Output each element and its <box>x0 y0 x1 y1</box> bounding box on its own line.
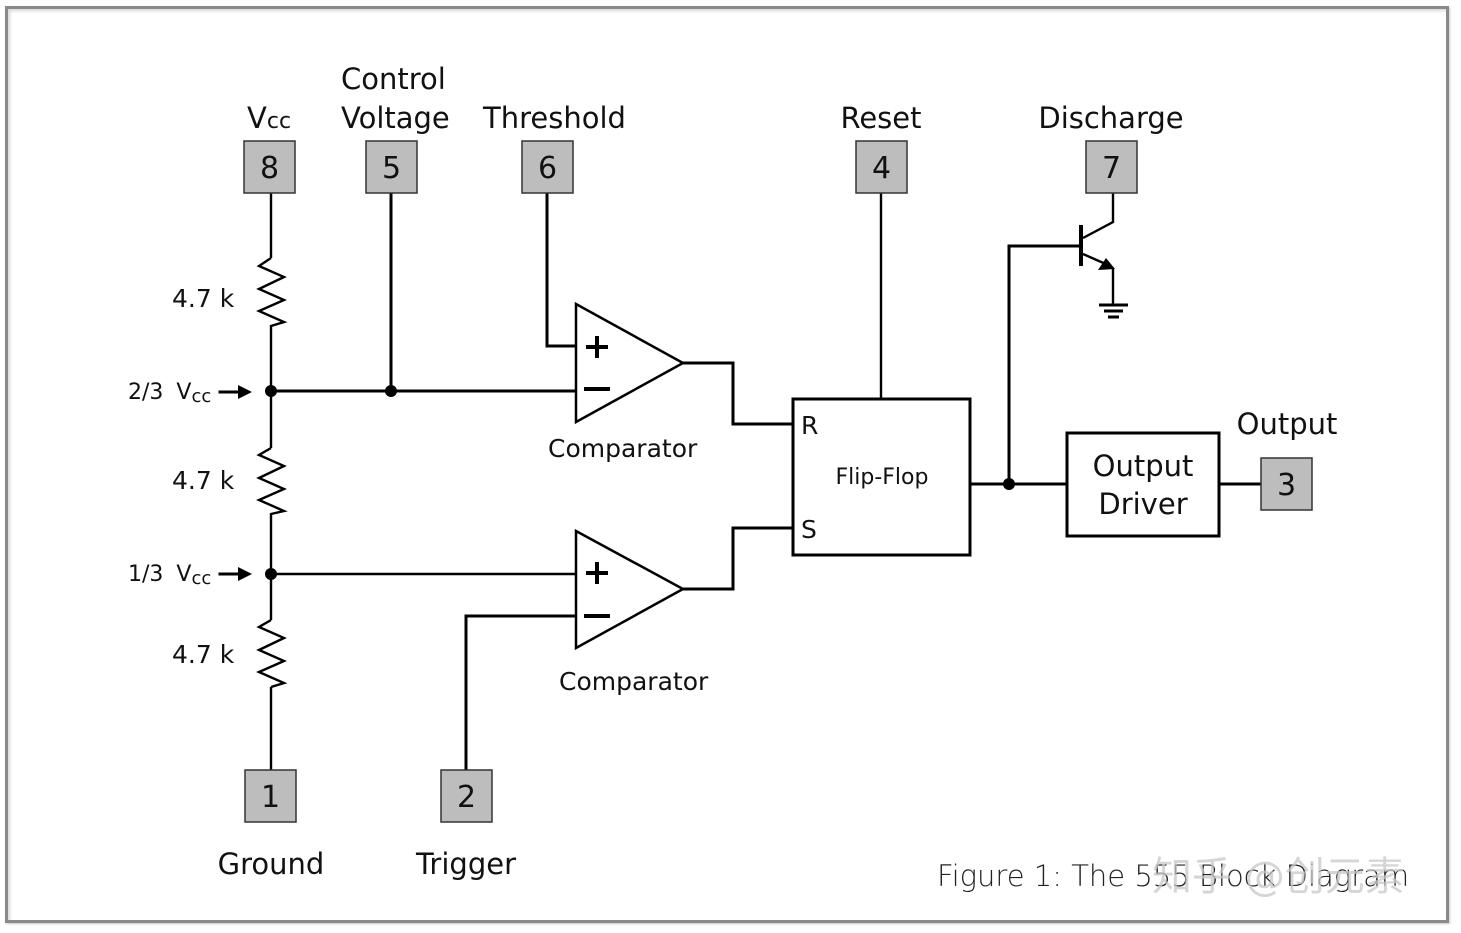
pin-1-ground: 1 Ground <box>218 769 325 881</box>
pin-4-reset: Reset 4 <box>840 101 922 194</box>
pin-3-output: Output 3 <box>1237 407 1338 511</box>
figure-frame <box>5 6 1449 923</box>
pin-box <box>244 769 297 823</box>
pin-7-discharge: Discharge 7 <box>1038 101 1184 194</box>
arrow-right-icon <box>238 567 252 581</box>
tap-sub: cc <box>191 386 211 407</box>
tap-v: V <box>176 380 191 405</box>
wires <box>269 191 1263 772</box>
tap-two-thirds: 2/3 Vcc <box>128 380 252 407</box>
pin-label-line2: Voltage <box>341 101 450 135</box>
svg-text:2/3 Vcc: 2/3 Vcc <box>128 380 211 407</box>
output-driver-line2: Driver <box>1098 487 1187 521</box>
resistor-r2 <box>256 446 288 516</box>
pin-box <box>1260 457 1313 511</box>
pin-label: Ground <box>218 847 325 881</box>
pin-6-threshold: Threshold 6 <box>482 101 626 194</box>
output-driver-line1: Output <box>1093 449 1194 483</box>
pin-label: Output <box>1237 407 1338 441</box>
pin-label: Threshold <box>482 101 626 135</box>
junction-two-thirds <box>265 385 277 397</box>
tap-fraction: 1/3 <box>128 562 163 587</box>
pin-box <box>1085 140 1138 194</box>
tap-v: V <box>176 562 191 587</box>
pin-box <box>521 140 574 194</box>
pin-box <box>365 140 418 194</box>
transistor-collector <box>1082 193 1115 240</box>
pin-number: 3 <box>1277 468 1296 503</box>
pin-label: Vcc <box>247 101 291 135</box>
opamp-triangle-icon <box>574 301 686 425</box>
svg-text:1/3 Vcc: 1/3 Vcc <box>128 562 211 589</box>
wire-comp2-to-set-input <box>681 526 795 591</box>
pin-number: 4 <box>872 151 891 186</box>
pin-box <box>855 140 908 194</box>
pin-number: 2 <box>457 780 476 815</box>
wire-trigger-to-comp2-minus <box>464 614 578 772</box>
flip-flop: R S Flip-Flop <box>791 397 972 557</box>
tap-one-third: 1/3 Vcc <box>128 562 252 589</box>
junction-one-third <box>265 568 277 580</box>
comparator-threshold: Comparator <box>548 301 698 463</box>
pin-label: Discharge <box>1038 101 1183 135</box>
wire-to-discharge-base <box>1007 244 1081 486</box>
emitter-arrow-icon <box>1098 258 1115 270</box>
watermark: 知乎 @创元素 <box>1152 854 1405 900</box>
pin-box <box>440 769 493 823</box>
pin-number: 8 <box>260 151 279 186</box>
tap-fraction: 2/3 <box>128 380 163 405</box>
pin-label: Reset <box>840 101 921 135</box>
flip-flop-box <box>791 397 972 557</box>
pin-number: 7 <box>1102 151 1121 186</box>
pin-2-trigger: 2 Trigger <box>415 769 516 881</box>
comparator-label: Comparator <box>559 667 709 696</box>
flip-flop-s-input: S <box>801 515 817 544</box>
pin-8-vcc: Vcc 8 <box>243 101 296 194</box>
plus-sign-icon <box>586 562 608 584</box>
discharge-transistor <box>1079 193 1128 319</box>
tap-sub: cc <box>191 568 211 589</box>
output-driver: Output Driver <box>1065 431 1221 538</box>
resistor-r2-value: 4.7 k <box>172 466 235 495</box>
comparator-trigger: Comparator <box>559 528 709 696</box>
wire-comp1-to-reset-input <box>681 361 795 426</box>
comparator-label: Comparator <box>548 434 698 463</box>
resistor-r3 <box>256 618 288 689</box>
pin-5-control-voltage: Control Voltage 5 <box>341 62 450 194</box>
opamp-triangle-icon <box>574 528 686 651</box>
pin-label: Trigger <box>415 847 516 881</box>
flip-flop-label: Flip-Flop <box>836 465 929 490</box>
pin-number: 6 <box>538 151 557 186</box>
plus-sign-icon <box>586 336 608 358</box>
pin-number: 1 <box>261 780 280 815</box>
junction-flipflop-output <box>1003 478 1015 490</box>
flip-flop-r-input: R <box>801 411 818 440</box>
wire-threshold-to-comp1-plus <box>545 191 578 348</box>
pin-label-line1: Control <box>341 62 446 96</box>
pin-box <box>243 140 296 194</box>
resistor-r1-value: 4.7 k <box>172 284 235 313</box>
figure-caption: Figure 1: The 555 Block Diagram <box>937 859 1409 893</box>
junction-control-voltage <box>385 385 397 397</box>
resistor-r3-value: 4.7 k <box>172 640 235 669</box>
ground-symbol-icon <box>1099 303 1128 319</box>
pin-number: 5 <box>382 151 401 186</box>
arrow-right-icon <box>238 385 252 399</box>
output-driver-box <box>1065 431 1221 538</box>
resistor-r1 <box>256 257 288 328</box>
